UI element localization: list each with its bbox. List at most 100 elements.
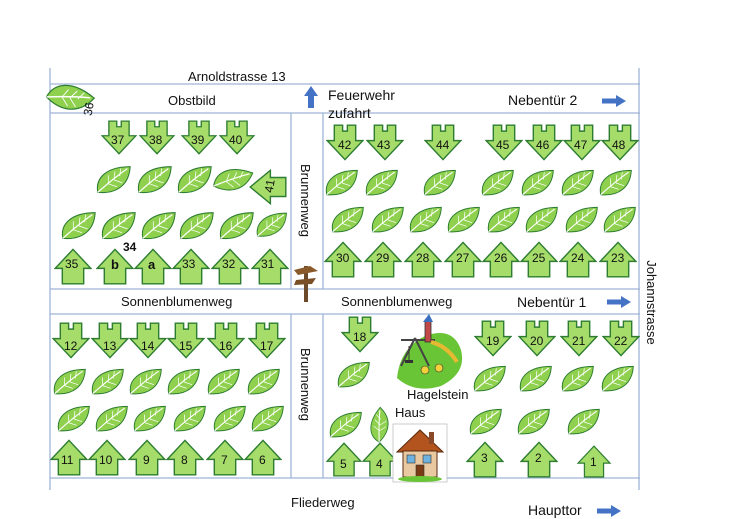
plot-label: 3 bbox=[481, 451, 488, 465]
leaf bbox=[137, 165, 172, 194]
leaf bbox=[61, 211, 96, 240]
plot-label: 38 bbox=[149, 133, 163, 147]
label-fire-access-1: Feuerwehr bbox=[328, 87, 395, 103]
leaf bbox=[53, 368, 86, 395]
leaf bbox=[361, 406, 398, 444]
leaf bbox=[133, 405, 166, 432]
leaf bbox=[565, 206, 598, 233]
plot-label: 21 bbox=[572, 334, 586, 348]
plot-label: 4 bbox=[376, 457, 383, 471]
leaf bbox=[521, 169, 554, 196]
leaf bbox=[601, 365, 634, 392]
label-house: Haus bbox=[395, 405, 426, 420]
leaf bbox=[519, 365, 552, 392]
leaf bbox=[517, 408, 550, 435]
fire-access-arrow-icon bbox=[304, 86, 318, 108]
street-label-arnoldstrasse: Arnoldstrasse 13 bbox=[188, 69, 286, 84]
leaf bbox=[447, 206, 480, 233]
leaf bbox=[96, 165, 131, 194]
leaf bbox=[167, 368, 200, 395]
plot-label: 18 bbox=[353, 330, 367, 344]
plot-label: 15 bbox=[179, 339, 193, 353]
label-side-gate-2: Nebentür 2 bbox=[508, 92, 578, 108]
signpost-icon bbox=[294, 266, 318, 302]
top-right-block bbox=[324, 124, 639, 278]
plot-label: 47 bbox=[574, 138, 588, 152]
main-gate-arrow-icon bbox=[597, 505, 621, 517]
leaf bbox=[179, 211, 214, 240]
leaf bbox=[57, 405, 90, 432]
plot-label: 11 bbox=[61, 453, 74, 467]
plot-label: 44 bbox=[436, 138, 450, 152]
plot-label: 35 bbox=[65, 257, 79, 271]
leaf bbox=[371, 206, 404, 233]
street-lines bbox=[49, 68, 640, 490]
plot-label: 33 bbox=[182, 257, 196, 271]
plot-label: 6 bbox=[259, 453, 266, 467]
plot-label: 5 bbox=[340, 457, 347, 471]
leaf bbox=[247, 368, 280, 395]
leaf bbox=[141, 211, 176, 240]
leaf bbox=[173, 405, 206, 432]
leaf bbox=[207, 368, 240, 395]
leaf bbox=[325, 169, 358, 196]
leaf bbox=[599, 169, 632, 196]
street-label-obstbild: Obstbild bbox=[168, 93, 216, 108]
street-label-fliederweg: Fliederweg bbox=[291, 495, 355, 510]
side-gate-1-arrow-icon bbox=[607, 296, 631, 308]
leaf bbox=[365, 169, 398, 196]
leaf bbox=[603, 206, 636, 233]
label-fire-access-2: zufahrt bbox=[328, 105, 371, 121]
plot-label: 36 bbox=[80, 101, 97, 117]
house-icon bbox=[392, 423, 448, 483]
plot-label: 29 bbox=[376, 251, 390, 265]
street-label-sonnenblumenweg-left: Sonnenblumenweg bbox=[121, 294, 233, 309]
plot-label: 40 bbox=[229, 133, 243, 147]
plot-label: 42 bbox=[338, 138, 352, 152]
leaf bbox=[525, 206, 558, 233]
leaf bbox=[91, 368, 124, 395]
playground-icon bbox=[397, 314, 463, 389]
leaf bbox=[212, 161, 254, 199]
plot-label: b bbox=[111, 257, 119, 272]
side-gate-2-arrow-icon bbox=[602, 95, 626, 107]
plot-label: 25 bbox=[532, 251, 546, 265]
leaf bbox=[481, 169, 514, 196]
leaf bbox=[473, 365, 506, 392]
leaf bbox=[487, 206, 520, 233]
plot-label: 1 bbox=[590, 455, 597, 469]
plot-label: 24 bbox=[571, 251, 585, 265]
plot-label: 27 bbox=[456, 251, 470, 265]
leaf bbox=[329, 411, 362, 438]
label-side-gate-1: Nebentür 1 bbox=[517, 294, 587, 310]
label-main-gate: Haupttor bbox=[528, 502, 582, 518]
leaf bbox=[213, 405, 246, 432]
street-label-brunnenweg-bottom: Brunnenweg bbox=[298, 348, 313, 421]
bottom-right-block bbox=[326, 314, 640, 483]
plot-label: 28 bbox=[416, 251, 430, 265]
plot-label: 39 bbox=[191, 133, 205, 147]
plot-label: 43 bbox=[377, 138, 391, 152]
leaf bbox=[95, 405, 128, 432]
plot-label: 45 bbox=[496, 138, 510, 152]
plot-label: 30 bbox=[336, 251, 350, 265]
plot-label: 2 bbox=[535, 451, 542, 465]
plot-label: 34 bbox=[123, 240, 137, 254]
leaf bbox=[219, 211, 254, 240]
plot-label: 13 bbox=[103, 339, 117, 353]
leaf bbox=[129, 368, 162, 395]
plot-label: 16 bbox=[219, 339, 233, 353]
plot-label: 46 bbox=[536, 138, 550, 152]
leaf bbox=[251, 405, 284, 432]
plot-label: 12 bbox=[64, 339, 78, 353]
plot-label: 41 bbox=[261, 178, 278, 194]
leaf bbox=[567, 408, 600, 435]
plot-label: 48 bbox=[612, 138, 626, 152]
street-label-johannstrasse: Johannstrasse bbox=[643, 260, 659, 345]
plot-label: 20 bbox=[530, 334, 544, 348]
plot-label: a bbox=[148, 257, 156, 272]
plot-label: 31 bbox=[261, 257, 275, 271]
leaf bbox=[101, 211, 136, 240]
plot-label: 8 bbox=[181, 453, 188, 467]
